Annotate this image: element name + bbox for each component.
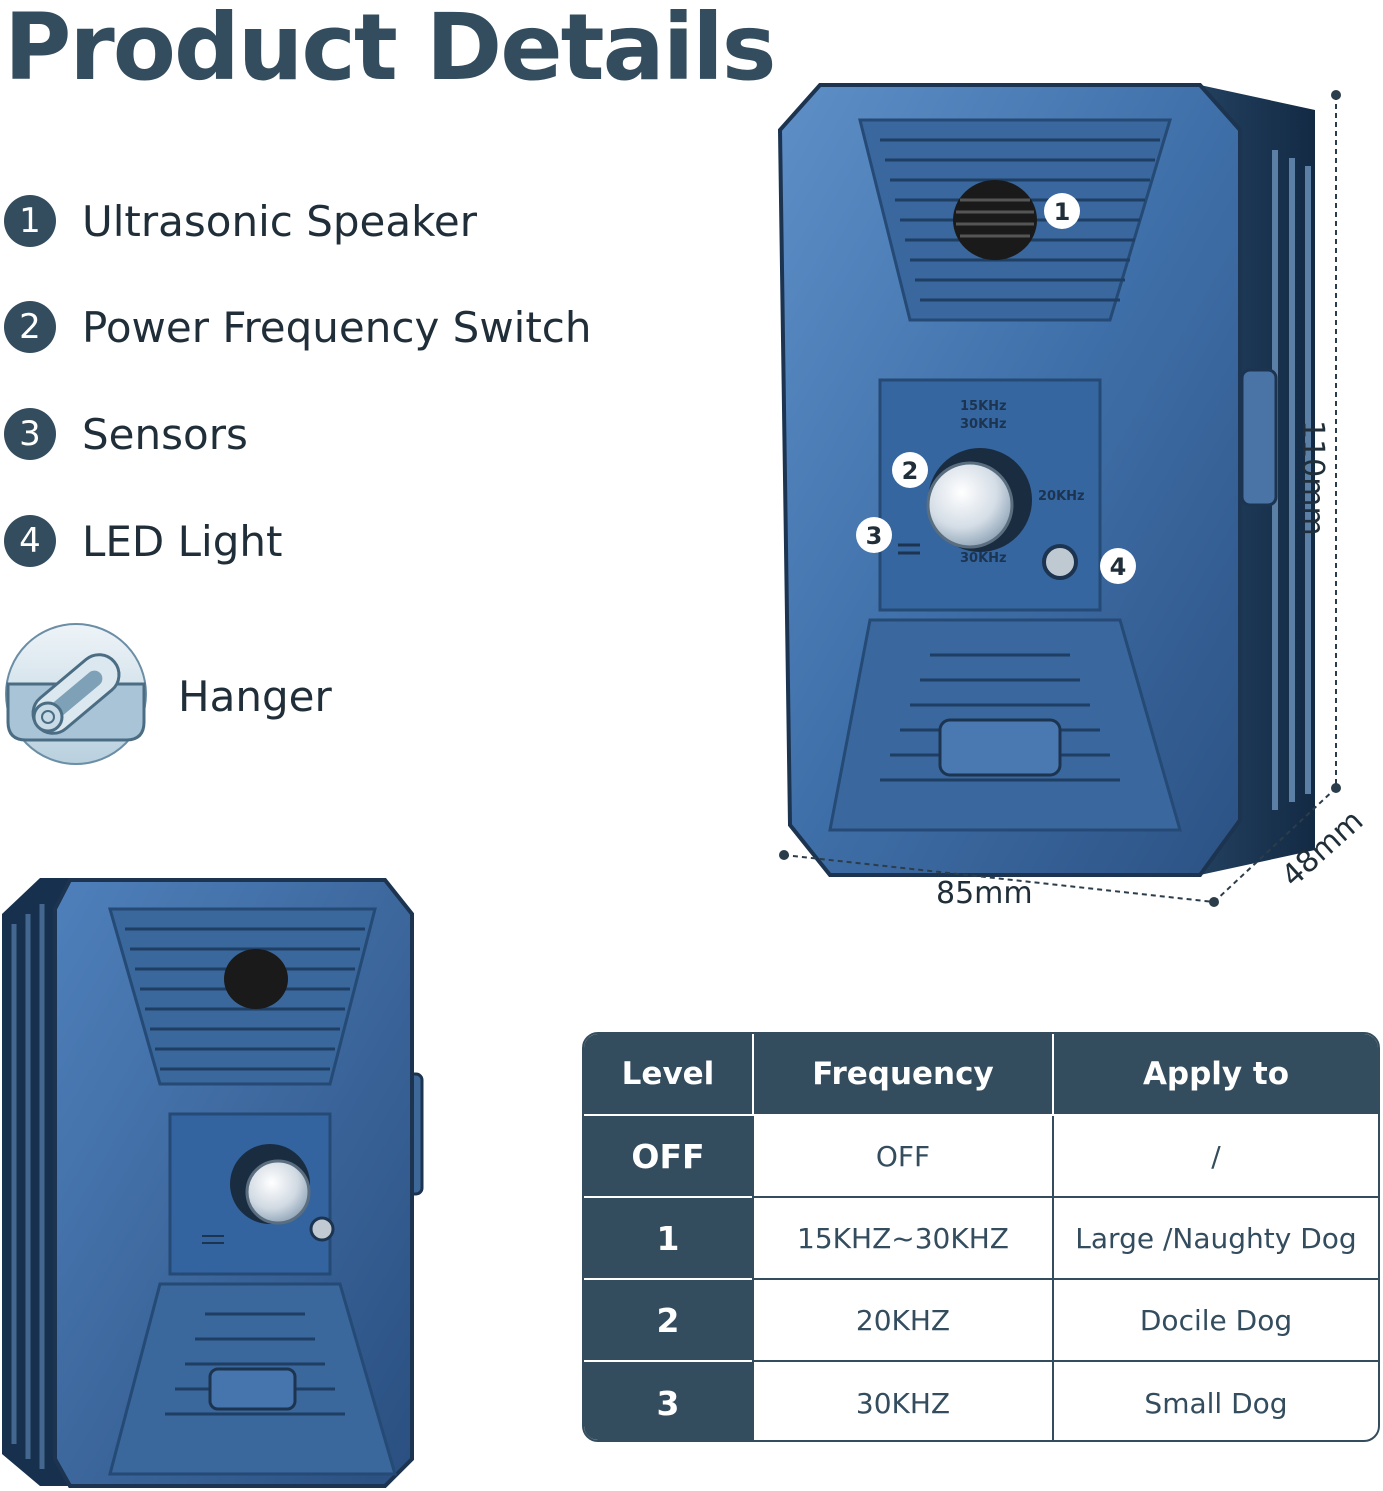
- apply-cell: /: [1052, 1116, 1378, 1198]
- callout-4: 4: [1110, 553, 1127, 581]
- table-header-cell: Frequency: [752, 1034, 1052, 1116]
- number-badge: 3: [4, 408, 56, 460]
- frequency-cell: OFF: [752, 1116, 1052, 1198]
- dimension-width: 85mm: [936, 876, 1033, 911]
- feature-item-switch: 2 Power Frequency Switch: [4, 301, 592, 353]
- callout-1: 1: [1054, 198, 1071, 226]
- feature-item-speaker: 1 Ultrasonic Speaker: [4, 195, 477, 247]
- frequency-table: Level Frequency Apply to OFF OFF / 1 15K…: [582, 1032, 1380, 1442]
- hanger-icon: [5, 623, 147, 765]
- table-header-cell: Level: [584, 1034, 752, 1116]
- table-row: OFF OFF /: [584, 1116, 1378, 1198]
- apply-cell: Small Dog: [1052, 1362, 1378, 1440]
- table-row: 3 30KHZ Small Dog: [584, 1362, 1378, 1440]
- feature-label: Sensors: [82, 409, 248, 459]
- callout-2: 2: [902, 457, 919, 485]
- frequency-cell: 15KHZ~30KHZ: [752, 1198, 1052, 1280]
- dimension-lines: [779, 90, 1341, 907]
- callout-3: 3: [866, 522, 883, 550]
- table-row: 1 15KHZ~30KHZ Large /Naughty Dog: [584, 1198, 1378, 1280]
- device-front-image: 15KHz 30KHz 20KHz 30KHz 1 2 3 4: [777, 83, 1315, 877]
- apply-cell: Docile Dog: [1052, 1280, 1378, 1362]
- dial-label: 15KHz: [960, 399, 1007, 414]
- feature-label: Ultrasonic Speaker: [82, 196, 478, 246]
- feature-item-sensors: 3 Sensors: [4, 408, 248, 460]
- device-angle-image: [2, 878, 424, 1488]
- dimension-height: 110mm: [1295, 420, 1330, 536]
- table-row: 2 20KHZ Docile Dog: [584, 1280, 1378, 1362]
- number-badge: 2: [4, 301, 56, 353]
- frequency-cell: 20KHZ: [752, 1280, 1052, 1362]
- feature-item-led: 4 LED Light: [4, 515, 282, 567]
- dial-label: 20KHz: [1038, 489, 1085, 504]
- feature-label: Power Frequency Switch: [82, 302, 592, 352]
- page-title: Product Details: [4, 0, 777, 101]
- level-cell: 3: [584, 1362, 752, 1440]
- level-cell: 1: [584, 1198, 752, 1280]
- apply-cell: Large /Naughty Dog: [1052, 1198, 1378, 1280]
- frequency-cell: 30KHZ: [752, 1362, 1052, 1440]
- table-header-row: Level Frequency Apply to: [584, 1034, 1378, 1116]
- table-header-cell: Apply to: [1052, 1034, 1378, 1116]
- level-cell: 2: [584, 1280, 752, 1362]
- level-cell: OFF: [584, 1116, 752, 1198]
- number-badge: 1: [4, 195, 56, 247]
- feature-label: LED Light: [82, 516, 283, 566]
- number-badge: 4: [4, 515, 56, 567]
- dial-label: 30KHz: [960, 551, 1007, 566]
- dial-label: 30KHz: [960, 417, 1007, 432]
- hanger-label: Hanger: [178, 672, 332, 721]
